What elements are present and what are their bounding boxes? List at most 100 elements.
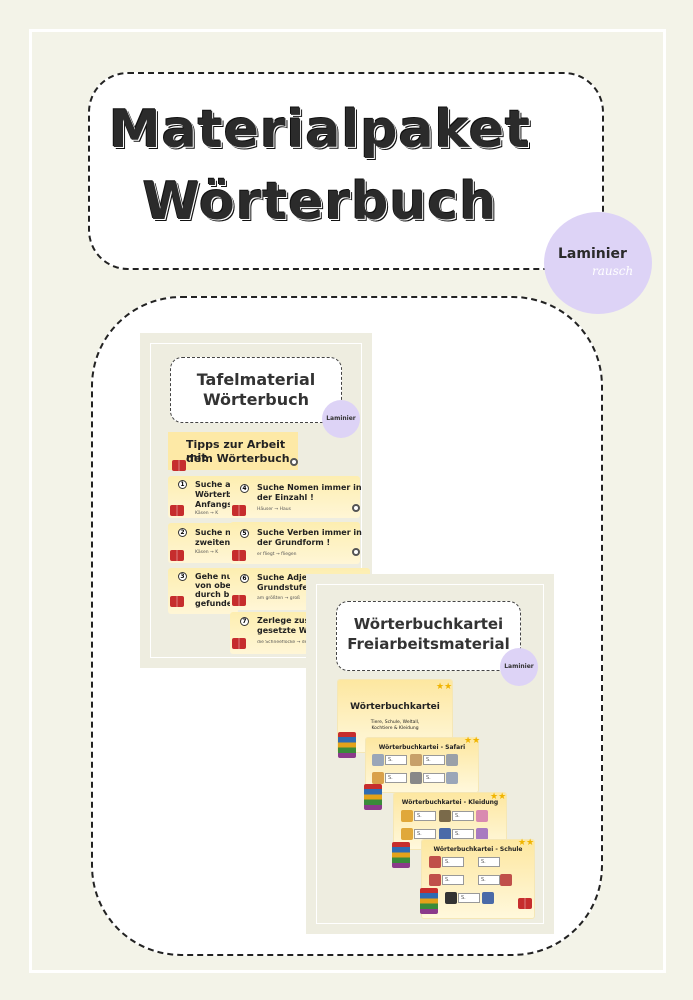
tip-number: 4 — [240, 484, 249, 493]
tafelmaterial-title-line2: Wörterbuch — [202, 390, 310, 409]
tip-example: die Schneeflocke → der Schnee | die Floc… — [257, 640, 331, 645]
skirt-icon — [476, 828, 488, 840]
sweater-icon — [401, 828, 413, 840]
tips-header-line2: dem Wörterbuch — [186, 452, 290, 465]
book-icon — [170, 505, 184, 516]
kartei-laminier-badge: Laminier — [500, 648, 538, 686]
hippo-icon — [446, 772, 458, 784]
kartei-card-safari: Wörterbuchkartei - Safari — [366, 738, 478, 792]
tip-text: der Einzahl ! — [257, 493, 314, 502]
word-slot: S. — [452, 829, 474, 839]
coat-icon — [439, 810, 451, 822]
book-stack-icon — [338, 732, 356, 758]
magnifier-icon — [352, 504, 360, 512]
book-icon — [232, 505, 246, 516]
kartei-cover-sub: Kochtiere & Kleidung — [371, 726, 419, 731]
book-icon — [172, 460, 186, 471]
tip-number: 6 — [240, 574, 249, 583]
star-icon: ★★ — [464, 736, 481, 746]
word-slot: S. — [478, 875, 500, 885]
laminier-badge: Laminier rausch — [544, 212, 652, 314]
kartei-card-title: Wörterbuchkartei - Schule — [433, 846, 523, 853]
tafelmaterial-title-line1: Tafelmaterial — [196, 370, 316, 389]
tip-text: Suche na — [195, 528, 237, 537]
tip-text: zweiten B — [195, 538, 240, 547]
word-slot: S. — [458, 893, 480, 903]
tip-text: Anfangsb — [195, 500, 238, 509]
tip-number: 1 — [178, 480, 187, 489]
tip-example: er fliegt → fliegen — [257, 552, 297, 557]
board-icon — [445, 892, 457, 904]
word-slot: S. — [423, 773, 445, 783]
tip-number: 7 — [240, 617, 249, 626]
page-frame — [29, 29, 666, 973]
main-title-line1: Materialpaket — [109, 100, 531, 160]
magnifier-icon — [352, 548, 360, 556]
school-icon — [429, 856, 441, 868]
star-icon: ★★ — [490, 792, 507, 802]
tip-number: 2 — [178, 528, 187, 537]
tip-text: Zerlege zusammen- — [257, 616, 346, 625]
main-title-line2: Wörterbuch — [142, 172, 498, 232]
star-icon: ★★ — [518, 838, 535, 848]
kartei-cover-sub: Tiere, Schule, Weltall, — [370, 720, 420, 725]
magnifier-icon — [290, 458, 298, 466]
tip-number: 5 — [240, 529, 249, 538]
book-icon — [170, 596, 184, 607]
tips-header-card: Tipps zur Arbeit mit dem Wörterbuch — [168, 432, 298, 470]
lion-icon — [372, 772, 384, 784]
kartei-cover-title: Wörterbuchkartei — [350, 702, 440, 712]
kartei-title-line1: Wörterbuchkartei — [353, 615, 504, 633]
title-box — [88, 72, 604, 270]
word-slot: S. — [442, 875, 464, 885]
word-slot: S. — [385, 755, 407, 765]
tafelmaterial-laminier-badge: Laminier — [322, 400, 360, 438]
star-icon: ★★ — [436, 682, 453, 692]
tip-text: Gehe nun o — [195, 572, 247, 581]
trousers-icon — [439, 828, 451, 840]
book-icon — [232, 595, 246, 606]
tip-text: Wörterbu — [195, 490, 238, 499]
word-slot: S. — [414, 811, 436, 821]
word-slot: S. — [414, 829, 436, 839]
jacket-icon — [401, 810, 413, 822]
book-stack-icon — [364, 784, 382, 810]
kartei-card-title: Wörterbuchkartei - Safari — [378, 744, 466, 751]
tip-example: Käsen → K — [195, 511, 219, 516]
book-stack-icon — [420, 888, 438, 914]
laminier-badge-label: Laminier — [558, 246, 627, 262]
tip-text: Suche Verben immer in — [257, 528, 362, 537]
tip-card — [230, 522, 360, 564]
book-icon — [518, 898, 532, 909]
tip-example: Käsen → K — [195, 550, 219, 555]
tip-text: Suche Nomen immer in — [257, 483, 362, 492]
tip-text: gefunden — [195, 599, 238, 608]
tip-text: der Grundform ! — [257, 538, 331, 547]
tip-text: Grundstufe ! — [257, 583, 315, 592]
book-stack-icon — [392, 842, 410, 868]
book-icon — [232, 638, 246, 649]
tip-text: gesetzte Wörter ! — [257, 626, 337, 635]
giraffe-icon — [410, 754, 422, 766]
tip-example: Häuser → Haus — [257, 507, 291, 512]
tip-number: 3 — [178, 572, 187, 581]
dress-icon — [476, 810, 488, 822]
book-icon — [170, 550, 184, 561]
word-slot: S. — [385, 773, 407, 783]
elephant-icon — [372, 754, 384, 766]
laminier-badge-sub: rausch — [592, 264, 634, 278]
word-slot: S. — [423, 755, 445, 765]
pen-icon — [482, 892, 494, 904]
tips-header-line1: Tipps zur Arbeit mit — [186, 438, 286, 464]
rhino-icon — [446, 754, 458, 766]
kartei-title-box: Wörterbuchkartei Freiarbeitsmaterial — [336, 601, 521, 671]
kartei-title-line2: Freiarbeitsmaterial — [347, 635, 510, 653]
tip-text: von oben n — [195, 581, 246, 590]
book-icon — [232, 550, 246, 561]
word-slot: S. — [452, 811, 474, 821]
tafelmaterial-title-box: Tafelmaterial Wörterbuch — [170, 357, 342, 423]
kartei-card-title: Wörterbuchkartei - Kleidung — [401, 799, 499, 806]
tip-example: am größten → groß — [257, 596, 300, 601]
tip-text: Suche am — [195, 480, 239, 489]
zebra-icon — [410, 772, 422, 784]
